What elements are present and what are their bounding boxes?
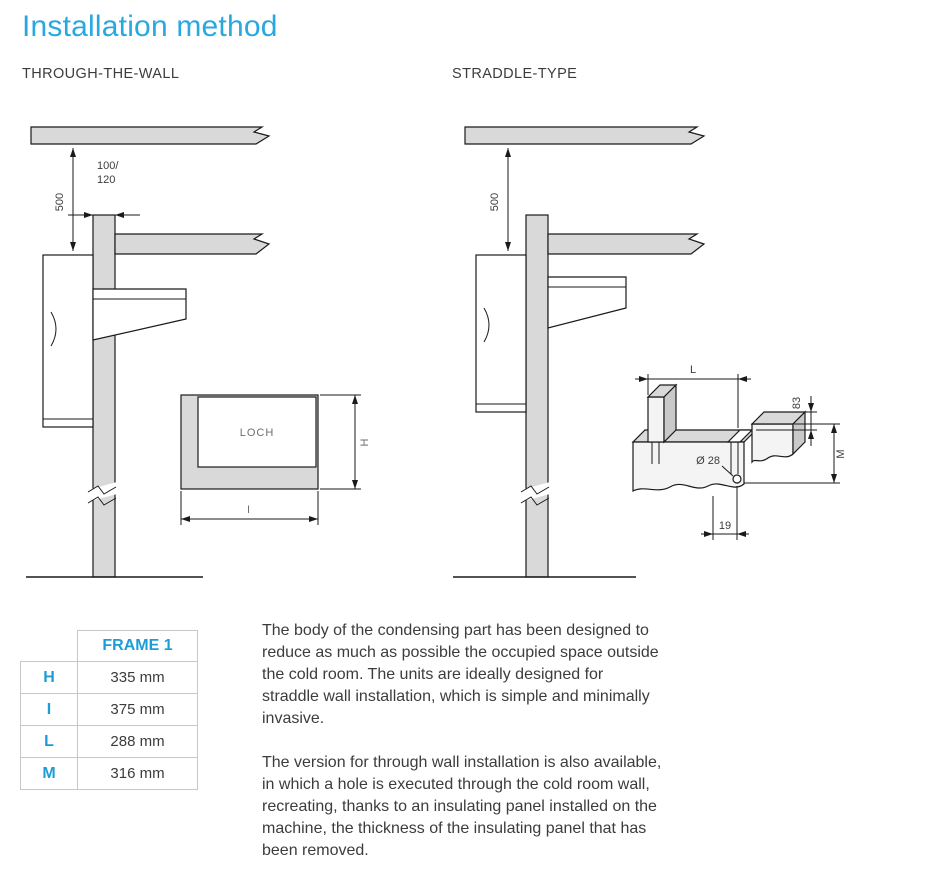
row-value-i: 375 mm [77, 693, 198, 726]
cold-room-ceiling-panel [547, 233, 706, 255]
frame-table: FRAME 1 H 335 mm I 375 mm L 288 mm M 316… [20, 630, 198, 790]
table-row: L 288 mm [20, 725, 198, 758]
row-value-l: 288 mm [77, 725, 198, 758]
straddle-diagram: 500 [453, 126, 847, 578]
dim-hole-height: H [320, 394, 371, 490]
cold-room-wall [525, 214, 549, 578]
wall-front-face [632, 441, 745, 493]
row-value-h: 335 mm [77, 661, 198, 694]
table-corner-cell [21, 631, 78, 662]
wall-break [520, 482, 550, 506]
dim-500-label: 500 [489, 193, 501, 211]
dim-height-m: M [744, 423, 847, 484]
dim-hole-diameter: Ø 28 [696, 455, 734, 477]
table-row: H 335 mm [20, 661, 198, 694]
dim-hole-width: I [180, 491, 319, 525]
evaporator-unit [547, 276, 627, 329]
cold-room-ceiling-panel [114, 233, 271, 255]
dim-100-label: 100/ [97, 160, 119, 172]
dim-h-label: H [359, 438, 371, 447]
row-label-l: L [20, 725, 78, 758]
wall-hole-detail: LOCH [180, 394, 319, 490]
mounting-bracket [646, 383, 678, 464]
condensing-unit [475, 254, 527, 413]
wall-break [87, 482, 117, 506]
row-value-m: 316 mm [77, 757, 198, 790]
dim-19-label: 19 [719, 520, 731, 532]
dim-offset-83: 83 [756, 396, 817, 446]
insulating-panel-block [750, 410, 807, 464]
hole-label: LOCH [240, 427, 275, 439]
paragraph-2: The version for through wall installatio… [262, 754, 662, 859]
row-label-h: H [20, 661, 78, 694]
ceiling-panel [30, 126, 271, 145]
cold-room-wall [92, 214, 116, 578]
description-text: The body of the condensing part has been… [262, 620, 662, 862]
pipe-hole [732, 474, 742, 484]
dim-d28-label: Ø 28 [696, 455, 720, 467]
section-label-through-wall: THROUGH-THE-WALL [22, 66, 180, 82]
table-header-frame1: FRAME 1 [77, 630, 198, 662]
dim-ceiling-offset: 500 [489, 148, 511, 251]
dim-slot-spacing: L [635, 364, 751, 428]
dim-83-label: 83 [791, 397, 803, 409]
page-title: Installation method [22, 10, 278, 43]
section-label-straddle: STRADDLE-TYPE [452, 66, 578, 82]
dim-hole-offset: 19 [701, 486, 749, 540]
dim-wall-thickness: 100/ 120 [68, 160, 140, 218]
dim-120-label: 120 [97, 174, 115, 186]
dim-l-label: L [690, 364, 696, 376]
dim-i-label: I [247, 504, 251, 516]
through-wall-diagram: 500 100/ 120 LOCH H [26, 126, 371, 578]
table-row: I 375 mm [20, 693, 198, 726]
dim-m-label: M [835, 449, 847, 458]
ceiling-panel [464, 126, 706, 145]
dim-500-label: 500 [54, 193, 66, 211]
paragraph-1: The body of the condensing part has been… [262, 622, 659, 727]
evaporator-unit [92, 288, 187, 341]
dim-ceiling-offset: 500 [54, 148, 76, 251]
row-label-i: I [20, 693, 78, 726]
table-row: M 316 mm [20, 757, 198, 790]
condensing-unit [42, 254, 94, 428]
wall-section-detail: L 83 M Ø 28 19 [631, 364, 847, 540]
row-label-m: M [20, 757, 78, 790]
